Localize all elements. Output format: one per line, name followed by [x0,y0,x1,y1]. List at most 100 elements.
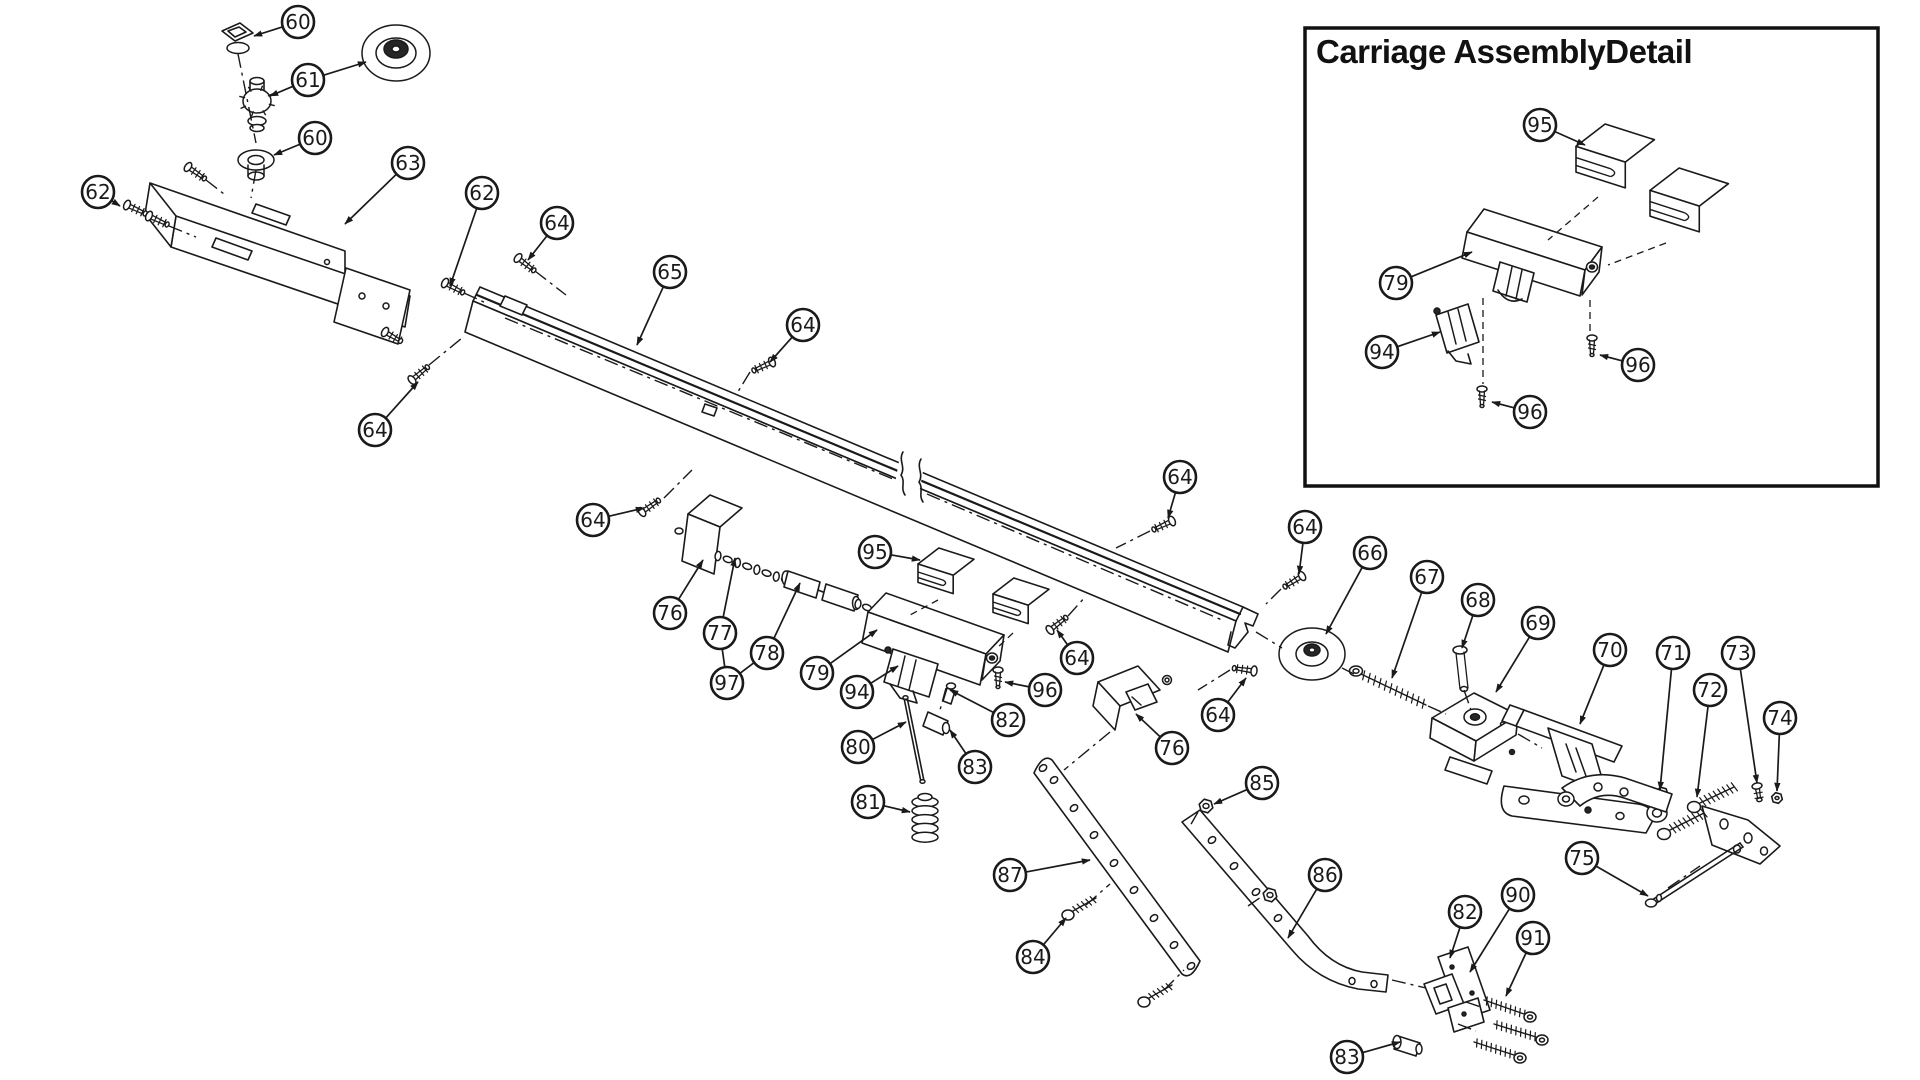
leader-line [949,729,967,755]
callout-number: 63 [395,151,420,175]
callout-circle [652,595,688,631]
leader-line [1004,680,1030,688]
callout-number: 80 [845,735,870,759]
leader-line [677,559,704,600]
callout-69: 69 [1495,605,1556,693]
callout-circle [957,749,993,785]
leader-line [253,26,284,37]
callout-number: 74 [1767,706,1792,730]
inset-title: Carriage AssemblyDetail [1316,33,1692,70]
callout-number: 64 [1064,646,1089,670]
callout-circle [840,729,876,765]
callout-71: 71 [1655,635,1691,791]
leader-line [1167,492,1177,519]
callout-number: 96 [1032,678,1057,702]
callout-64: 64 [1287,509,1323,575]
leader-line [1491,400,1515,409]
callout-64: 64 [1200,677,1247,733]
callout-circle [575,502,611,538]
leader-line [949,689,995,714]
leader-line [721,648,726,668]
callout-81: 81 [850,784,911,820]
callout-85: 85 [1213,765,1280,805]
leader-line [608,506,645,518]
callout-95: 95 [857,534,921,570]
callout-circle [1692,672,1728,708]
callout-number: 64 [790,313,815,337]
callout-82: 82 [1447,894,1483,959]
callout-73: 73 [1720,635,1759,784]
callout-circle [1307,857,1343,893]
callout-66: 66 [1325,535,1388,635]
leader-line [1495,636,1531,693]
leader-line [769,336,793,363]
callout-number: 78 [754,641,779,665]
callout-number: 91 [1520,926,1545,950]
leader-line [1657,668,1673,791]
callout-number: 67 [1414,565,1439,589]
callout-circle [1620,347,1656,383]
callout-number: 64 [1167,465,1192,489]
leader-line [890,553,921,562]
leader-line [1599,353,1623,362]
callout-circle [990,702,1026,738]
leader-line [1025,858,1091,873]
callout-circle [850,784,886,820]
leader-line [1042,917,1067,946]
callout-circle [1162,459,1198,495]
callout-circle [1720,635,1756,671]
callout-number: 62 [469,181,494,205]
callout-circle [1200,697,1236,733]
callout-number: 76 [657,601,682,625]
leader-line [1135,713,1161,738]
leader-line [1056,629,1069,646]
leader-line [1595,865,1649,897]
callout-64: 64 [527,205,575,261]
callout-circle [1564,840,1600,876]
callout-82: 82 [949,689,1026,738]
callout-circle [857,534,893,570]
leader-line [385,381,419,419]
callout-number: 94 [844,680,869,704]
callout-64: 64 [357,381,419,448]
callout-circle [1520,605,1556,641]
leader-line [870,665,899,685]
callout-67: 67 [1391,559,1445,679]
callout-circle [1015,939,1051,975]
leader-line [1469,908,1511,973]
leader-line [449,207,478,287]
leader-line [829,629,878,665]
callout-circle [839,674,875,710]
rail-clip-part [1575,123,1656,189]
callout-number: 62 [85,180,110,204]
callout-number: 75 [1569,846,1594,870]
assembly-axis-lines [168,53,1701,1032]
callout-84: 84 [1015,917,1067,975]
callout-circle [357,412,393,448]
callout-94: 94 [1364,331,1441,370]
callout-70: 70 [1579,632,1628,725]
callout-87: 87 [992,857,1091,893]
callout-75: 75 [1564,840,1649,897]
callout-number: 72 [1697,678,1722,702]
callout-number: 66 [1357,541,1382,565]
leader-line [1362,1041,1401,1054]
leader-line [1296,542,1304,575]
callout-76: 76 [652,559,704,631]
callout-77: 77 [702,557,738,651]
callout-circle [1515,920,1551,956]
callout-76: 76 [1135,713,1190,766]
callout-number: 64 [580,508,605,532]
leader-line [111,198,121,207]
leader-line [1287,888,1318,939]
leader-line [273,143,301,156]
callout-circle [1059,640,1095,676]
callout-number: 79 [804,661,829,685]
callout-number: 87 [997,863,1022,887]
callout-number: 82 [1452,900,1477,924]
leader-line [1325,566,1364,635]
callout-79: 79 [799,629,878,691]
callout-number: 90 [1505,883,1530,907]
callout-circle [1352,535,1388,571]
